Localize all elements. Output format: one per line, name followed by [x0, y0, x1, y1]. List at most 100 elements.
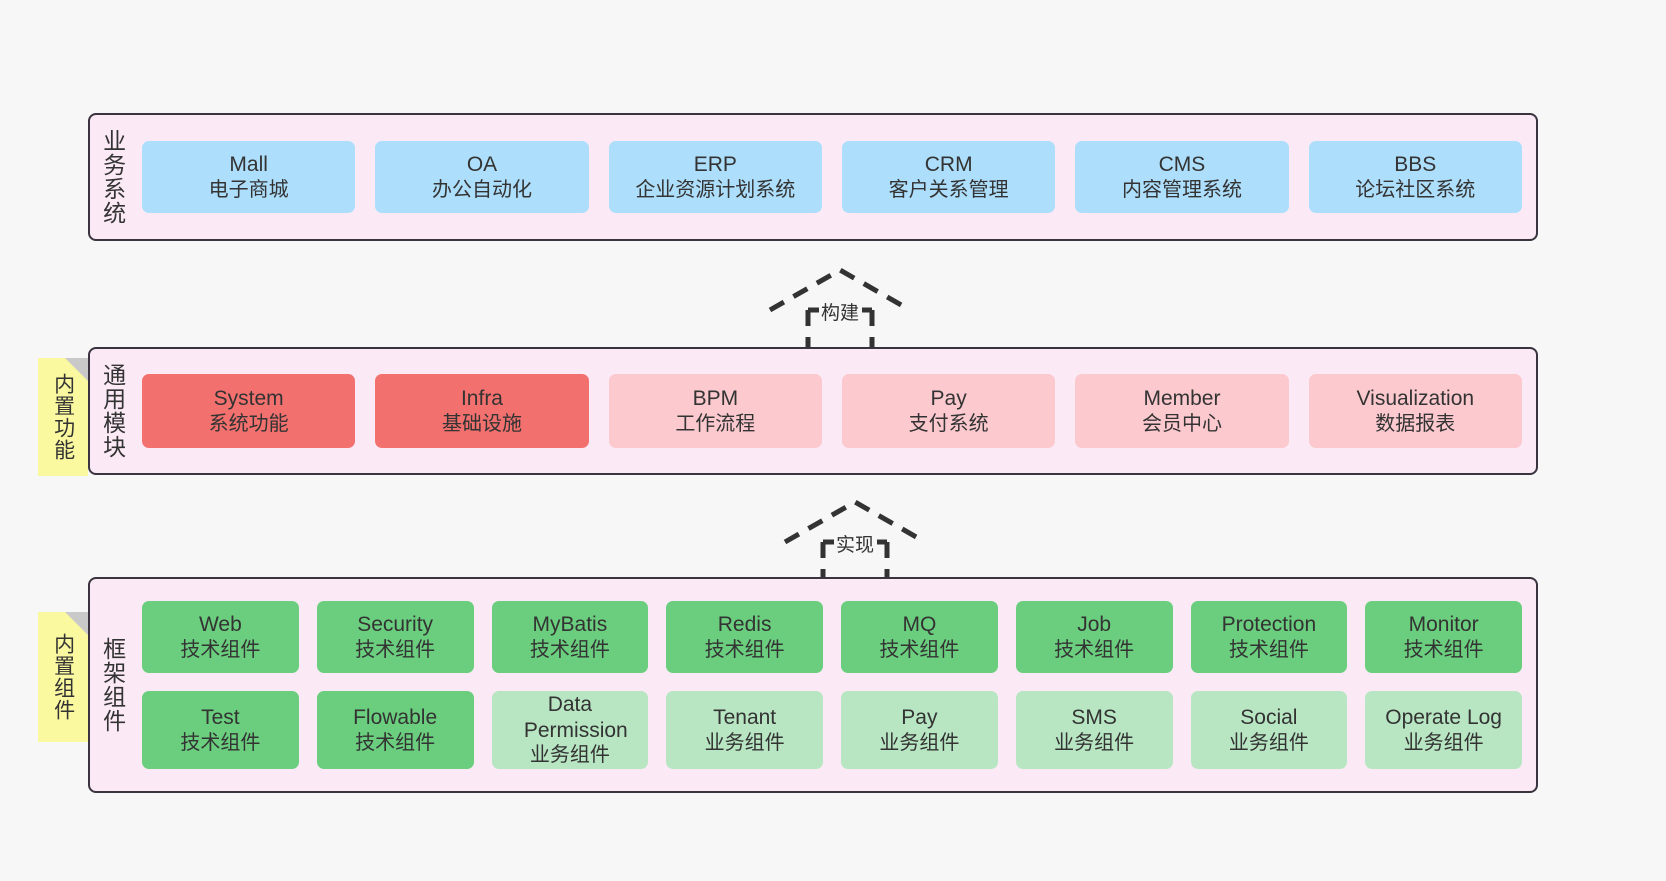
card-cms-cn: 内容管理系统 — [1121, 178, 1242, 201]
card-crm-en: CRM — [924, 153, 973, 176]
card-member[interactable]: Member 会员中心 — [1075, 374, 1289, 448]
card-social-en: Social — [1240, 706, 1298, 729]
framework-card-row-1: Web 技术组件 Security 技术组件 MyBatis 技术组件 Redi… — [142, 601, 1522, 673]
card-tenant-en: Tenant — [713, 706, 777, 729]
arrow-build: 构建 — [760, 262, 920, 354]
card-system-en: System — [213, 387, 284, 410]
card-crm-cn: 客户关系管理 — [888, 178, 1009, 201]
arrow-implement-label: 实现 — [833, 530, 877, 557]
card-pay-module-cn: 支付系统 — [908, 412, 989, 435]
card-system-cn: 系统功能 — [208, 412, 289, 435]
card-data-permission-en: Data Permission — [523, 693, 628, 742]
card-flowable-en: Flowable — [353, 706, 438, 729]
card-mall[interactable]: Mall 电子商城 — [142, 141, 356, 213]
card-bpm-en: BPM — [692, 387, 739, 410]
card-cms[interactable]: CMS 内容管理系统 — [1075, 141, 1289, 213]
card-bpm[interactable]: BPM 工作流程 — [608, 374, 822, 448]
card-tenant[interactable]: Tenant 业务组件 — [666, 691, 823, 769]
layer-framework-component: 框架组件 Web 技术组件 Security 技术组件 MyBatis 技术组件… — [88, 577, 1538, 793]
card-tenant-cn: 业务组件 — [704, 731, 785, 754]
card-mybatis[interactable]: MyBatis 技术组件 — [491, 601, 649, 673]
card-mq[interactable]: MQ 技术组件 — [841, 601, 998, 673]
card-mall-cn: 电子商城 — [208, 178, 289, 201]
card-data-permission-cn: 业务组件 — [529, 744, 610, 767]
card-mybatis-cn: 技术组件 — [529, 638, 610, 661]
card-sms[interactable]: SMS 业务组件 — [1015, 691, 1173, 769]
card-monitor[interactable]: Monitor 技术组件 — [1365, 601, 1522, 673]
layer-common-module-body: System 系统功能 Infra 基础设施 BPM 工作流程 Pay 支付系统… — [134, 349, 1536, 473]
card-protection-en: Protection — [1221, 613, 1317, 636]
business-card-row: Mall 电子商城 OA 办公自动化 ERP 企业资源计划系统 CRM 客户关系… — [142, 141, 1522, 213]
layer-framework-component-body: Web 技术组件 Security 技术组件 MyBatis 技术组件 Redi… — [134, 579, 1536, 791]
layer-framework-component-title: 框架组件 — [99, 637, 126, 733]
common-card-row: System 系统功能 Infra 基础设施 BPM 工作流程 Pay 支付系统… — [142, 374, 1522, 448]
card-bbs-en: BBS — [1394, 153, 1437, 176]
framework-card-row-2: Test 技术组件 Flowable 技术组件 Data Permission … — [142, 691, 1522, 769]
card-sms-en: SMS — [1071, 706, 1117, 729]
card-job[interactable]: Job 技术组件 — [1015, 601, 1173, 673]
card-data-permission[interactable]: Data Permission 业务组件 — [491, 691, 649, 769]
card-web[interactable]: Web 技术组件 — [142, 601, 299, 673]
card-protection-cn: 技术组件 — [1228, 638, 1309, 661]
card-mq-en: MQ — [902, 613, 937, 636]
card-operate-log-cn: 业务组件 — [1403, 731, 1484, 754]
card-bbs-cn: 论坛社区系统 — [1355, 178, 1476, 201]
card-pay-component[interactable]: Pay 业务组件 — [841, 691, 998, 769]
layer-business-system-body: Mall 电子商城 OA 办公自动化 ERP 企业资源计划系统 CRM 客户关系… — [134, 115, 1536, 239]
card-social[interactable]: Social 业务组件 — [1190, 691, 1348, 769]
card-protection[interactable]: Protection 技术组件 — [1190, 601, 1348, 673]
card-visualization[interactable]: Visualization 数据报表 — [1308, 374, 1522, 448]
card-security[interactable]: Security 技术组件 — [316, 601, 474, 673]
card-web-en: Web — [198, 613, 242, 636]
card-crm[interactable]: CRM 客户关系管理 — [841, 141, 1056, 213]
card-infra[interactable]: Infra 基础设施 — [375, 374, 589, 448]
card-visualization-en: Visualization — [1356, 387, 1475, 410]
card-pay-module-en: Pay — [930, 387, 967, 410]
layer-common-module: 通用模块 System 系统功能 Infra 基础设施 BPM 工作流程 Pay — [88, 347, 1538, 475]
card-flowable-cn: 技术组件 — [355, 731, 436, 754]
card-job-cn: 技术组件 — [1054, 638, 1135, 661]
card-oa[interactable]: OA 办公自动化 — [375, 141, 589, 213]
card-test-cn: 技术组件 — [180, 731, 261, 754]
card-erp[interactable]: ERP 企业资源计划系统 — [608, 141, 822, 213]
card-sms-cn: 业务组件 — [1054, 731, 1135, 754]
note-builtin-component: 内置组件 — [38, 612, 88, 742]
card-mq-cn: 技术组件 — [879, 638, 960, 661]
card-oa-cn: 办公自动化 — [431, 178, 532, 201]
card-flowable[interactable]: Flowable 技术组件 — [316, 691, 474, 769]
card-redis-cn: 技术组件 — [704, 638, 785, 661]
card-member-en: Member — [1143, 387, 1221, 410]
card-job-en: Job — [1077, 613, 1112, 636]
card-test[interactable]: Test 技术组件 — [142, 691, 299, 769]
card-redis-en: Redis — [717, 613, 772, 636]
note-builtin-function: 内置功能 — [38, 358, 88, 476]
arrow-implement: 实现 — [775, 494, 935, 586]
arrow-build-label: 构建 — [818, 298, 862, 325]
card-pay-component-en: Pay — [901, 706, 938, 729]
card-pay-component-cn: 业务组件 — [879, 731, 960, 754]
card-mybatis-en: MyBatis — [532, 613, 608, 636]
card-security-cn: 技术组件 — [355, 638, 436, 661]
card-monitor-cn: 技术组件 — [1403, 638, 1484, 661]
card-system[interactable]: System 系统功能 — [142, 374, 356, 448]
card-bpm-cn: 工作流程 — [675, 412, 756, 435]
card-mall-en: Mall — [229, 153, 268, 176]
card-web-cn: 技术组件 — [180, 638, 261, 661]
card-oa-en: OA — [466, 153, 498, 176]
card-infra-en: Infra — [460, 387, 503, 410]
card-member-cn: 会员中心 — [1141, 412, 1222, 435]
card-monitor-en: Monitor — [1408, 613, 1479, 636]
card-infra-cn: 基础设施 — [441, 412, 522, 435]
card-erp-cn: 企业资源计划系统 — [635, 178, 796, 201]
card-pay-module[interactable]: Pay 支付系统 — [841, 374, 1056, 448]
card-cms-en: CMS — [1158, 153, 1206, 176]
card-social-cn: 业务组件 — [1228, 731, 1309, 754]
card-operate-log[interactable]: Operate Log 业务组件 — [1365, 691, 1522, 769]
card-security-en: Security — [357, 613, 434, 636]
card-test-en: Test — [201, 706, 240, 729]
layer-business-system-title: 业务系统 — [99, 129, 126, 225]
card-bbs[interactable]: BBS 论坛社区系统 — [1308, 141, 1522, 213]
layer-business-system: 业务系统 Mall 电子商城 OA 办公自动化 ERP 企业资源计划系统 CRM — [88, 113, 1538, 241]
card-redis[interactable]: Redis 技术组件 — [666, 601, 823, 673]
